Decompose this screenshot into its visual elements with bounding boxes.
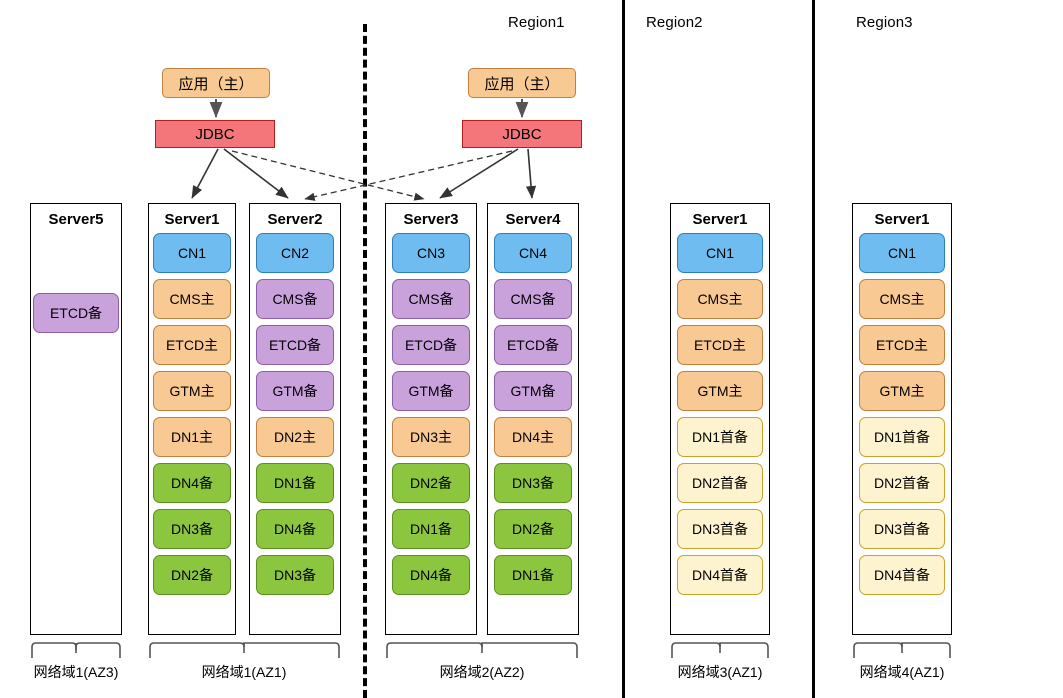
- component-cms[interactable]: CMS主: [859, 279, 945, 319]
- server-title: Server4: [505, 211, 561, 228]
- component-list: CN4 CMS备 ETCD备 GTM备 DN4主 DN3备 DN2备 DN1备: [488, 233, 578, 595]
- component-dn-cascade[interactable]: DN2首备: [677, 463, 763, 503]
- component-list: CN1 CMS主 ETCD主 GTM主 DN1主 DN4备 DN3备 DN2备: [149, 233, 235, 595]
- component-dn-standby[interactable]: DN3备: [256, 555, 334, 595]
- jdbc-box-right[interactable]: JDBC: [462, 120, 582, 148]
- region-label-region3: Region3: [856, 14, 913, 31]
- component-dn-cascade[interactable]: DN4首备: [859, 555, 945, 595]
- component-cms[interactable]: CMS主: [153, 279, 231, 319]
- component-cn[interactable]: CN1: [677, 233, 763, 273]
- component-list: CN1 CMS主 ETCD主 GTM主 DN1首备 DN2首备 DN3首备 DN…: [853, 233, 951, 595]
- component-dn-standby[interactable]: DN2备: [153, 555, 231, 595]
- component-cn[interactable]: CN1: [859, 233, 945, 273]
- server-card-server2-az1[interactable]: Server2 CN2 CMS备 ETCD备 GTM备 DN2主 DN1备 DN…: [249, 203, 341, 635]
- app-box-right[interactable]: 应用（主）: [468, 68, 576, 98]
- server-title: Server2: [267, 211, 323, 228]
- component-cn[interactable]: CN4: [494, 233, 572, 273]
- component-etcd[interactable]: ETCD主: [859, 325, 945, 365]
- component-etcd[interactable]: ETCD备: [256, 325, 334, 365]
- jdbc-box-left[interactable]: JDBC: [155, 120, 275, 148]
- component-list: CN2 CMS备 ETCD备 GTM备 DN2主 DN1备 DN4备 DN3备: [250, 233, 340, 595]
- zone-label-domain4: 网络域4(AZ1): [859, 664, 945, 680]
- divider-region1-region2: [622, 0, 625, 698]
- server-card-server3-az2[interactable]: Server3 CN3 CMS备 ETCD备 GTM备 DN3主 DN2备 DN…: [385, 203, 477, 635]
- component-dn-standby[interactable]: DN3备: [494, 463, 572, 503]
- component-cn[interactable]: CN1: [153, 233, 231, 273]
- component-gtm[interactable]: GTM主: [859, 371, 945, 411]
- component-list: CN1 CMS主 ETCD主 GTM主 DN1首备 DN2首备 DN3首备 DN…: [671, 233, 769, 595]
- component-dn-cascade[interactable]: DN1首备: [859, 417, 945, 457]
- component-dn-standby[interactable]: DN4备: [153, 463, 231, 503]
- component-dn-standby[interactable]: DN1备: [392, 509, 470, 549]
- bracket-zone-az1: [148, 641, 341, 659]
- zone-label-az2: 网络域2(AZ2): [439, 664, 525, 680]
- component-dn-primary[interactable]: DN2主: [256, 417, 334, 457]
- bracket-zone-az2: [385, 641, 579, 659]
- server-title: Server1: [874, 211, 930, 228]
- divider-az1-az2: [363, 24, 367, 698]
- component-cn[interactable]: CN2: [256, 233, 334, 273]
- zone-label-domain3: 网络域3(AZ1): [677, 664, 763, 680]
- component-dn-standby[interactable]: DN4备: [392, 555, 470, 595]
- component-dn-cascade[interactable]: DN3首备: [859, 509, 945, 549]
- component-dn-standby[interactable]: DN2备: [494, 509, 572, 549]
- component-dn-cascade[interactable]: DN3首备: [677, 509, 763, 549]
- server-card-server1-region3[interactable]: Server1 CN1 CMS主 ETCD主 GTM主 DN1首备 DN2首备 …: [852, 203, 952, 635]
- region-label-region2: Region2: [646, 14, 703, 31]
- divider-region2-region3: [812, 0, 815, 698]
- bracket-zone-az3: [30, 641, 122, 659]
- server-card-server5[interactable]: Server5 ETCD备: [30, 203, 122, 635]
- component-cn[interactable]: CN3: [392, 233, 470, 273]
- component-dn-standby[interactable]: DN4备: [256, 509, 334, 549]
- component-gtm[interactable]: GTM主: [153, 371, 231, 411]
- component-list: CN3 CMS备 ETCD备 GTM备 DN3主 DN2备 DN1备 DN4备: [386, 233, 476, 595]
- component-cms[interactable]: CMS备: [494, 279, 572, 319]
- component-dn-primary[interactable]: DN1主: [153, 417, 231, 457]
- component-list: ETCD备: [31, 293, 121, 333]
- server-card-server4-az2[interactable]: Server4 CN4 CMS备 ETCD备 GTM备 DN4主 DN3备 DN…: [487, 203, 579, 635]
- region-label-region1: Region1: [508, 14, 565, 31]
- component-dn-cascade[interactable]: DN4首备: [677, 555, 763, 595]
- zone-label-az3: 网络域1(AZ3): [33, 664, 119, 680]
- server-title: Server1: [692, 211, 748, 228]
- component-etcd[interactable]: ETCD备: [494, 325, 572, 365]
- bracket-zone-domain4: [852, 641, 952, 659]
- component-cms[interactable]: CMS备: [392, 279, 470, 319]
- component-dn-primary[interactable]: DN4主: [494, 417, 572, 457]
- component-dn-cascade[interactable]: DN1首备: [677, 417, 763, 457]
- component-etcd-standby[interactable]: ETCD备: [33, 293, 119, 333]
- component-dn-standby[interactable]: DN1备: [494, 555, 572, 595]
- component-dn-standby[interactable]: DN3备: [153, 509, 231, 549]
- component-gtm[interactable]: GTM备: [256, 371, 334, 411]
- server-title: Server1: [164, 211, 220, 228]
- component-etcd[interactable]: ETCD主: [677, 325, 763, 365]
- component-etcd[interactable]: ETCD备: [392, 325, 470, 365]
- zone-label-az1: 网络域1(AZ1): [201, 664, 287, 680]
- server-title: Server3: [403, 211, 459, 228]
- app-box-left[interactable]: 应用（主）: [162, 68, 270, 98]
- component-dn-primary[interactable]: DN3主: [392, 417, 470, 457]
- component-gtm[interactable]: GTM备: [392, 371, 470, 411]
- component-dn-standby[interactable]: DN2备: [392, 463, 470, 503]
- server-card-server1-region2[interactable]: Server1 CN1 CMS主 ETCD主 GTM主 DN1首备 DN2首备 …: [670, 203, 770, 635]
- component-dn-standby[interactable]: DN1备: [256, 463, 334, 503]
- component-etcd[interactable]: ETCD主: [153, 325, 231, 365]
- component-dn-cascade[interactable]: DN2首备: [859, 463, 945, 503]
- server-card-server1-az1[interactable]: Server1 CN1 CMS主 ETCD主 GTM主 DN1主 DN4备 DN…: [148, 203, 236, 635]
- server-title: Server5: [48, 211, 104, 228]
- component-cms[interactable]: CMS主: [677, 279, 763, 319]
- component-cms[interactable]: CMS备: [256, 279, 334, 319]
- bracket-zone-domain3: [670, 641, 770, 659]
- component-gtm[interactable]: GTM备: [494, 371, 572, 411]
- component-gtm[interactable]: GTM主: [677, 371, 763, 411]
